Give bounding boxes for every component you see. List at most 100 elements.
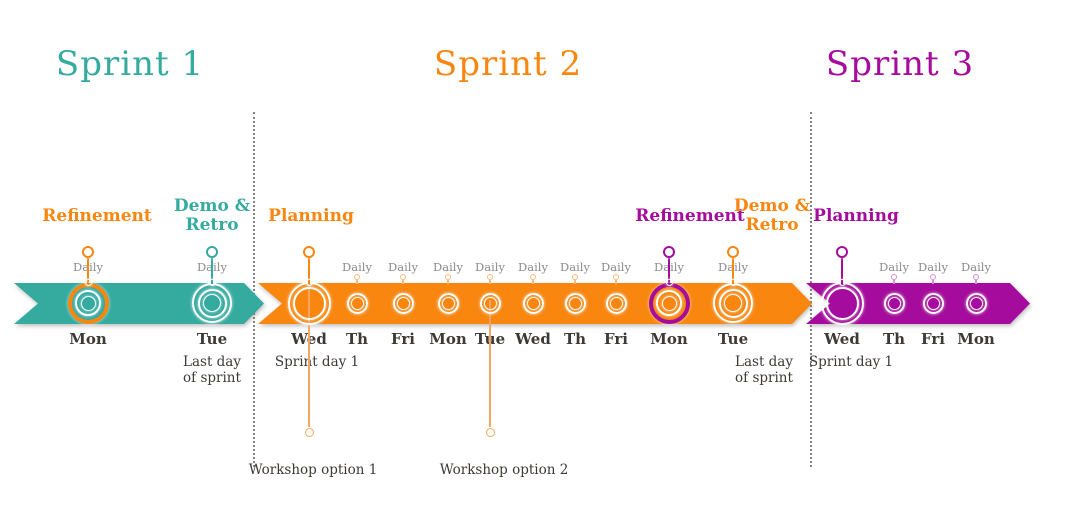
- event-pin-stem: [87, 258, 89, 284]
- day-marker-circle: [437, 292, 459, 314]
- day-marker-circle: [724, 294, 742, 312]
- daily-pin-icon: [571, 273, 579, 281]
- event-label: Refinement: [42, 206, 152, 226]
- sprint-divider-2: [810, 112, 812, 467]
- day-marker-circle: [609, 296, 623, 310]
- day-marker-circle: [483, 296, 497, 310]
- day-label: Th: [563, 330, 587, 348]
- daily-label: Daily: [475, 260, 505, 274]
- day-marker-circle: [292, 286, 326, 320]
- event-pin-icon: [727, 246, 739, 258]
- event-label: Planning: [268, 206, 354, 226]
- event-pin-stem: [211, 258, 213, 284]
- day-label: Mon: [429, 330, 467, 348]
- day-label: Mon: [650, 330, 688, 348]
- pin-junction-icon: [208, 278, 216, 286]
- workshop-marker-icon: [485, 427, 495, 437]
- daily-pin-icon: [972, 273, 980, 281]
- day-marker-circle: [605, 292, 627, 314]
- pin-junction-icon: [665, 278, 673, 286]
- day-label: Tue: [717, 330, 749, 348]
- day-sublabel: Last day of sprint: [183, 354, 241, 386]
- daily-pin-stem: [447, 280, 449, 284]
- workshop-label: Workshop option 2: [439, 462, 569, 478]
- day-marker-circle: [197, 288, 227, 318]
- sprint-title-2: Sprint 2: [433, 44, 583, 84]
- day-marker-circle: [825, 286, 859, 320]
- day-label: Wed: [824, 330, 860, 348]
- daily-pin-icon: [890, 273, 898, 281]
- daily-pin-stem: [574, 280, 576, 284]
- day-sublabel: Last day of sprint: [735, 354, 793, 386]
- day-marker-circle: [67, 282, 109, 324]
- day-label: Fri: [391, 330, 415, 348]
- day-marker-circle: [441, 296, 455, 310]
- day-label: Tue: [196, 330, 228, 348]
- day-marker-circle: [568, 296, 582, 310]
- daily-pin-stem: [932, 280, 934, 284]
- day-marker-circle: [648, 282, 690, 324]
- day-marker-circle: [887, 296, 901, 310]
- day-label: Wed: [515, 330, 551, 348]
- day-marker-circle: [396, 296, 410, 310]
- daily-label: Daily: [518, 260, 548, 274]
- pin-junction-icon: [305, 278, 313, 286]
- workshop-stem-2: [489, 300, 491, 427]
- event-label: Planning: [813, 206, 899, 226]
- day-marker-circle: [346, 292, 368, 314]
- event-pin-icon: [206, 246, 218, 258]
- event-pin-stem: [732, 258, 734, 284]
- daily-pin-stem: [356, 280, 358, 284]
- day-marker-circle: [526, 296, 540, 310]
- day-label: Mon: [957, 330, 995, 348]
- day-marker-circle: [203, 294, 221, 312]
- daily-label: Daily: [961, 260, 991, 274]
- daily-pin-stem: [893, 280, 895, 284]
- day-marker-circle: [926, 296, 940, 310]
- day-label: Fri: [921, 330, 945, 348]
- day-label: Th: [882, 330, 906, 348]
- day-marker-circle: [350, 296, 364, 310]
- daily-label: Daily: [433, 260, 463, 274]
- daily-label: Daily: [601, 260, 631, 274]
- day-marker-circle: [965, 292, 987, 314]
- day-marker-circle: [883, 292, 905, 314]
- workshop-marker-icon: [304, 427, 314, 437]
- daily-pin-stem: [489, 280, 491, 284]
- day-marker-circle: [392, 292, 414, 314]
- event-pin-icon: [663, 246, 675, 258]
- sprint-title-1: Sprint 1: [55, 44, 205, 84]
- daily-pin-stem: [532, 280, 534, 284]
- day-label: Fri: [604, 330, 628, 348]
- day-marker-circle: [922, 292, 944, 314]
- day-marker-circle: [718, 288, 748, 318]
- event-pin-icon: [82, 246, 94, 258]
- event-label: Demo & Retro: [173, 196, 251, 235]
- pin-junction-icon: [84, 278, 92, 286]
- event-pin-icon: [836, 246, 848, 258]
- event-pin-stem: [841, 258, 843, 284]
- workshop-label: Workshop option 1: [248, 462, 378, 478]
- daily-label: Daily: [560, 260, 590, 274]
- daily-pin-stem: [402, 280, 404, 284]
- daily-label: Daily: [388, 260, 418, 274]
- event-label: Refinement: [635, 206, 745, 226]
- sprint-divider-1: [253, 112, 255, 467]
- day-sublabel: Sprint day 1: [274, 354, 360, 370]
- daily-pin-icon: [929, 273, 937, 281]
- day-marker-circle: [522, 292, 544, 314]
- pin-junction-icon: [729, 278, 737, 286]
- daily-pin-icon: [353, 273, 361, 281]
- day-sublabel: Sprint day 1: [808, 354, 894, 370]
- event-pin-stem: [668, 258, 670, 284]
- day-marker-circle: [479, 292, 501, 314]
- daily-pin-icon: [399, 273, 407, 281]
- day-label: Th: [345, 330, 369, 348]
- daily-label: Daily: [342, 260, 372, 274]
- pin-junction-icon: [838, 278, 846, 286]
- event-pin-stem: [308, 258, 310, 284]
- sprint-title-3: Sprint 3: [825, 44, 975, 84]
- daily-pin-icon: [444, 273, 452, 281]
- day-marker-circle: [969, 296, 983, 310]
